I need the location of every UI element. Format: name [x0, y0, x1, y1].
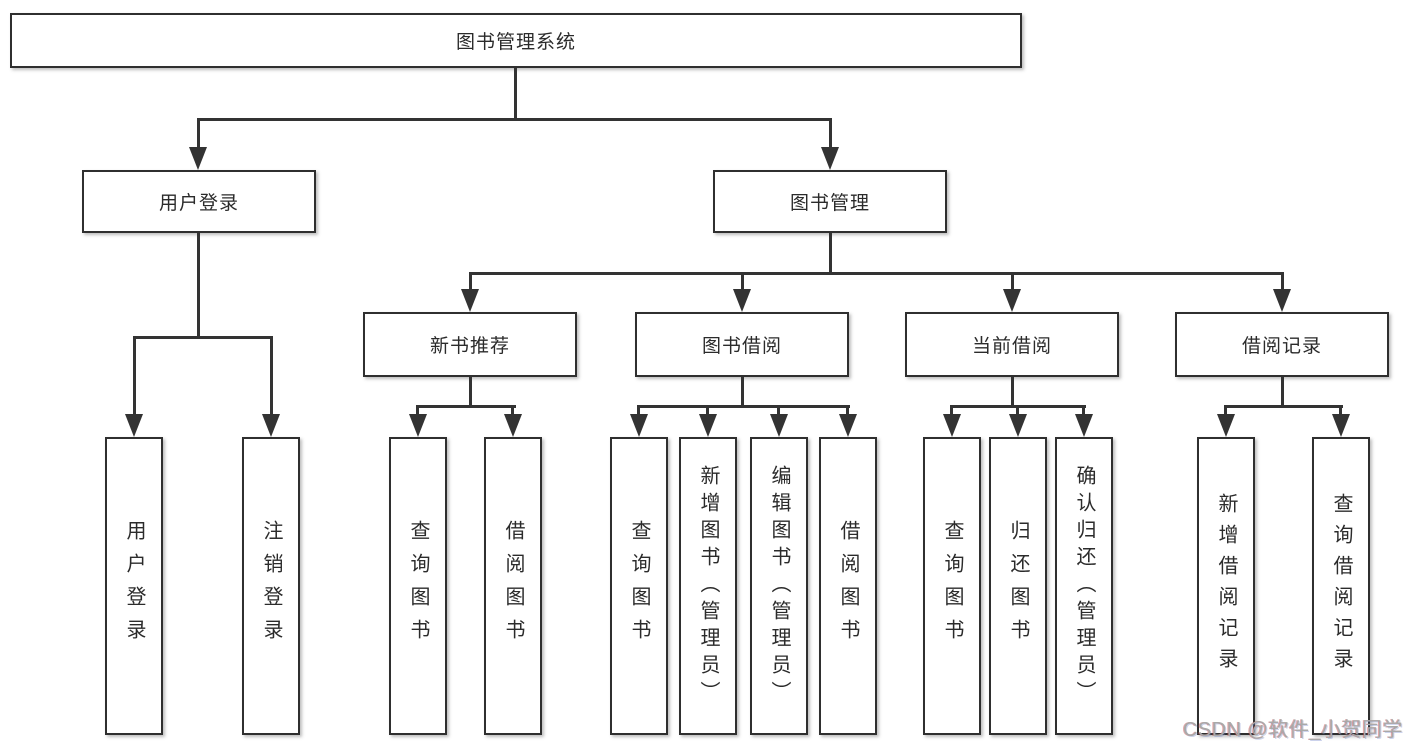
arrowhead-down-icon — [943, 414, 961, 437]
connector-line — [777, 405, 780, 416]
node-label: 图书借阅 — [701, 336, 782, 357]
arrowhead-down-icon — [461, 289, 479, 312]
arrowhead-down-icon — [504, 414, 522, 437]
node-label: 新书推荐 — [429, 336, 510, 357]
connector-line — [950, 405, 953, 416]
node-label: 借阅记录 — [1241, 336, 1322, 357]
node-current-borrowing: 当前借阅 — [905, 312, 1119, 377]
leaf-label: 新增借阅记录 — [1215, 493, 1237, 679]
arrowhead-down-icon — [699, 414, 717, 437]
connector-line — [270, 336, 273, 416]
connector-line — [417, 405, 516, 408]
connector-line — [197, 118, 200, 149]
node-label: 用户登录 — [158, 193, 239, 214]
connector-line — [829, 233, 832, 274]
connector-line — [1082, 405, 1085, 416]
node-user-login: 用户登录 — [82, 170, 316, 233]
leaf-return-books: 归还图书 — [989, 437, 1047, 735]
connector-level3-horizontal — [469, 272, 1284, 275]
connector-line — [846, 405, 849, 416]
arrowhead-down-icon — [1009, 414, 1027, 437]
leaf-user-login: 用户登录 — [105, 437, 163, 735]
connector-line — [741, 377, 744, 407]
leaf-label: 查询图书 — [941, 520, 963, 652]
arrowhead-down-icon — [1332, 414, 1350, 437]
leaf-label: 用户登录 — [123, 520, 145, 652]
connector-line — [1281, 272, 1284, 291]
connector-line — [133, 336, 273, 339]
node-book-borrowing: 图书借阅 — [635, 312, 849, 377]
arrowhead-down-icon — [1217, 414, 1235, 437]
node-label: 当前借阅 — [971, 336, 1052, 357]
connector-root-vertical — [514, 68, 517, 120]
leaf-query-books: 查询图书 — [923, 437, 981, 735]
node-book-management: 图书管理 — [713, 170, 947, 233]
leaf-label: 注销登录 — [260, 520, 282, 652]
arrowhead-down-icon — [821, 147, 839, 170]
node-new-book-recommendation: 新书推荐 — [363, 312, 577, 377]
connector-line — [1016, 405, 1019, 416]
connector-line — [637, 405, 850, 408]
connector-line — [511, 405, 514, 416]
connector-line — [1339, 405, 1342, 416]
leaf-label: 借阅图书 — [502, 520, 524, 652]
connector-level2-horizontal — [197, 118, 832, 121]
connector-line — [637, 405, 640, 416]
connector-line — [133, 336, 136, 416]
arrowhead-down-icon — [839, 414, 857, 437]
leaf-query-books: 查询图书 — [389, 437, 447, 735]
connector-line — [469, 272, 472, 291]
leaf-label: 查询图书 — [407, 520, 429, 652]
connector-line — [469, 377, 472, 407]
arrowhead-down-icon — [262, 414, 280, 437]
arrowhead-down-icon — [409, 414, 427, 437]
leaf-label: 编辑图书（管理员） — [768, 464, 790, 708]
arrowhead-down-icon — [733, 289, 751, 312]
leaf-edit-books-admin: 编辑图书（管理员） — [750, 437, 808, 735]
leaf-logout: 注销登录 — [242, 437, 300, 735]
arrowhead-down-icon — [1075, 414, 1093, 437]
leaf-label: 查询图书 — [628, 520, 650, 652]
connector-line — [1224, 405, 1343, 408]
node-label: 图书管理 — [789, 193, 870, 214]
leaf-label: 确认归还（管理员） — [1073, 464, 1095, 708]
connector-line — [741, 272, 744, 291]
connector-line — [1224, 405, 1227, 416]
arrowhead-down-icon — [189, 147, 207, 170]
connector-line — [197, 233, 200, 338]
arrowhead-down-icon — [770, 414, 788, 437]
node-borrowing-records: 借阅记录 — [1175, 312, 1389, 377]
leaf-label: 归还图书 — [1007, 520, 1029, 652]
node-label: 图书管理系统 — [455, 32, 576, 53]
arrowhead-down-icon — [630, 414, 648, 437]
leaf-query-books: 查询图书 — [610, 437, 668, 735]
leaf-borrow-books: 借阅图书 — [484, 437, 542, 735]
connector-line — [416, 405, 419, 416]
arrowhead-down-icon — [125, 414, 143, 437]
connector-line — [1281, 377, 1284, 407]
leaf-add-books-admin: 新增图书（管理员） — [679, 437, 737, 735]
leaf-label: 新增图书（管理员） — [697, 464, 719, 708]
leaf-label: 借阅图书 — [837, 520, 859, 652]
connector-line — [829, 118, 832, 149]
node-library-management-system: 图书管理系统 — [10, 13, 1022, 68]
connector-line — [706, 405, 709, 416]
arrowhead-down-icon — [1273, 289, 1291, 312]
connector-line — [1011, 272, 1014, 291]
arrowhead-down-icon — [1003, 289, 1021, 312]
leaf-confirm-return-admin: 确认归还（管理员） — [1055, 437, 1113, 735]
leaf-borrow-books: 借阅图书 — [819, 437, 877, 735]
leaf-query-borrowing-record: 查询借阅记录 — [1312, 437, 1370, 735]
leaf-add-borrowing-record: 新增借阅记录 — [1197, 437, 1255, 735]
leaf-label: 查询借阅记录 — [1330, 493, 1352, 679]
connector-line — [1011, 377, 1014, 407]
csdn-watermark: CSDN @软件_小贺同学 — [1183, 719, 1404, 741]
